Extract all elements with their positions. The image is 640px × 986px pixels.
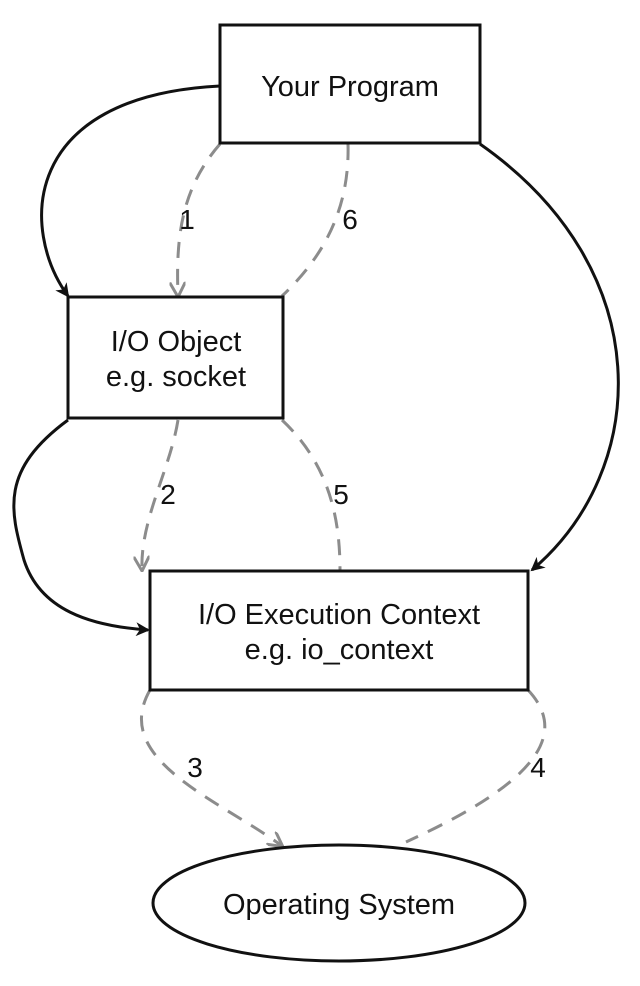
node-context-example: e.g. io_context bbox=[245, 634, 434, 666]
step-label-2: 2 bbox=[160, 479, 176, 510]
node-os-label: Operating System bbox=[223, 889, 455, 921]
node-context-title: I/O Execution Context bbox=[198, 599, 480, 631]
edge-step-1 bbox=[178, 143, 222, 296]
edge-ioobject-to-context bbox=[12, 418, 150, 637]
edge-step-2 bbox=[142, 419, 180, 570]
edge-program-to-context bbox=[479, 142, 620, 572]
node-your-program: Your Program bbox=[218, 23, 482, 145]
step-label-3: 3 bbox=[187, 752, 203, 783]
node-io-object-title: I/O Object bbox=[111, 326, 242, 358]
step-label-5: 5 bbox=[333, 479, 349, 510]
node-operating-system: Operating System bbox=[151, 843, 527, 963]
edge-step-3 bbox=[140, 689, 282, 846]
edge-step-4 bbox=[405, 688, 547, 844]
edge-step-6 bbox=[280, 143, 350, 298]
edge-program-to-ioobject bbox=[40, 84, 221, 298]
node-your-program-label: Your Program bbox=[261, 71, 439, 103]
node-io-object-example: e.g. socket bbox=[106, 361, 246, 393]
edge-step-5 bbox=[280, 418, 342, 571]
step-label-4: 4 bbox=[530, 752, 546, 783]
node-io-object: I/O Object e.g. socket bbox=[66, 295, 285, 420]
step-label-6: 6 bbox=[342, 204, 358, 235]
node-io-execution-context: I/O Execution Context e.g. io_context bbox=[148, 569, 530, 692]
step-label-1: 1 bbox=[179, 204, 195, 235]
